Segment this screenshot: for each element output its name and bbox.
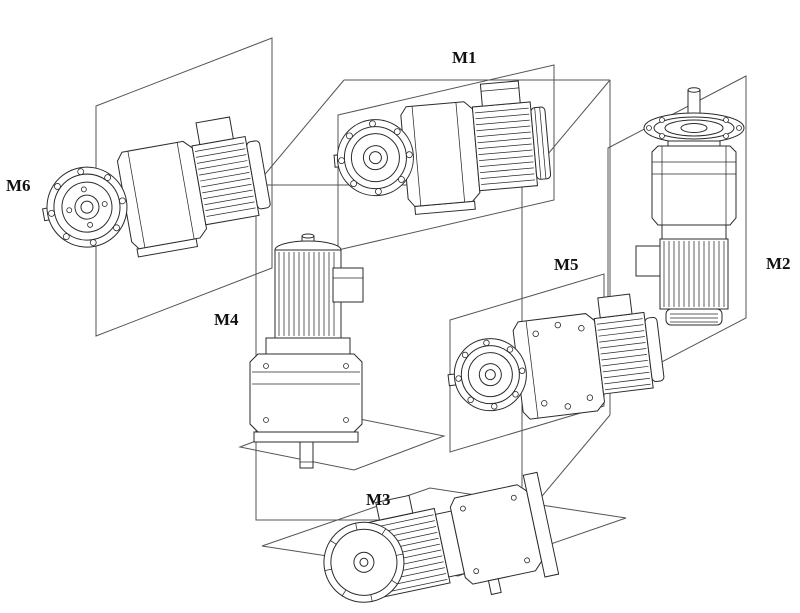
gearmotor-m3 xyxy=(323,471,560,603)
label-m3: M3 xyxy=(366,490,391,509)
gearmotor-m6 xyxy=(42,116,271,258)
mounting-plane-m1 xyxy=(337,64,555,251)
label-m2: M2 xyxy=(766,254,791,273)
label-m5: M5 xyxy=(554,255,579,274)
label-m4: M4 xyxy=(214,310,239,329)
gearmotor-m5 xyxy=(447,293,665,420)
gearmotor-m1 xyxy=(333,80,552,215)
mounting-plane-m5 xyxy=(449,273,605,453)
mounting-plane-m6 xyxy=(95,37,273,337)
gearmotor-m2 xyxy=(635,87,745,326)
label-m1: M1 xyxy=(452,48,477,67)
gearmotor-m4 xyxy=(249,233,364,469)
label-m6: M6 xyxy=(6,176,31,195)
